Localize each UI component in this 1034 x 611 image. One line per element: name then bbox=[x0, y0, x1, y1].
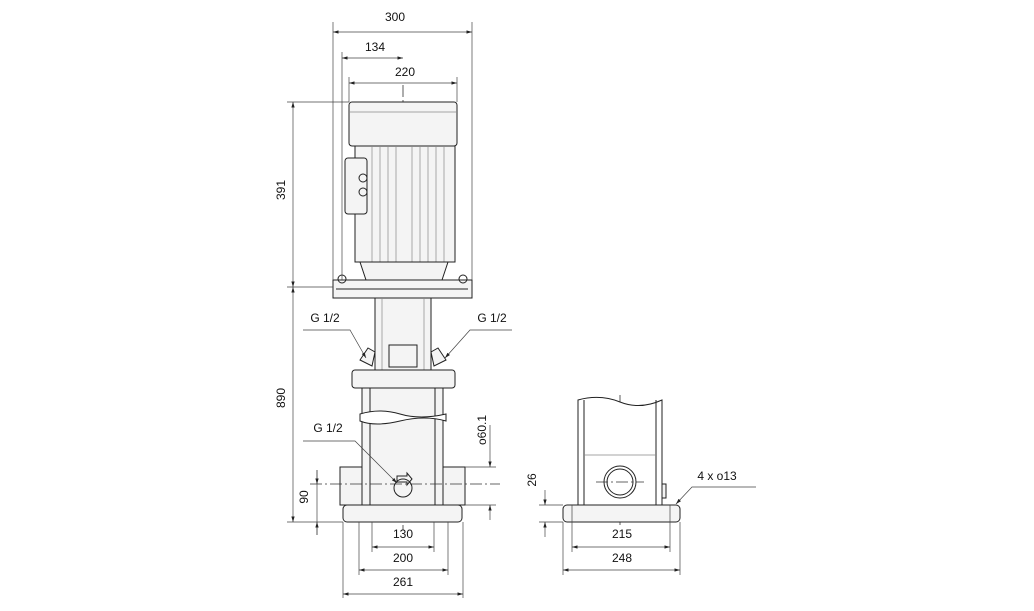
dim-248: 248 bbox=[612, 551, 632, 565]
label-drain: G 1/2 bbox=[313, 421, 343, 435]
dim-26: 26 bbox=[525, 473, 539, 487]
dim-215: 215 bbox=[612, 527, 632, 541]
motor bbox=[332, 101, 473, 299]
dim-890: 890 bbox=[274, 388, 288, 408]
dim-90: 90 bbox=[297, 490, 311, 504]
side-view: 26 215 248 4 x o13 bbox=[525, 395, 756, 575]
terminal-box bbox=[344, 157, 368, 215]
front-view: 300 134 220 391 890 90 o60.1 130 bbox=[274, 10, 512, 598]
label-port-left: G 1/2 bbox=[310, 311, 340, 325]
dim-pipe-diameter: o60.1 bbox=[475, 415, 489, 445]
front-dimensions: 300 134 220 391 890 90 o60.1 130 bbox=[274, 10, 512, 598]
label-holes: 4 x o13 bbox=[697, 469, 737, 483]
motor-stool bbox=[359, 297, 447, 371]
dim-200: 200 bbox=[393, 551, 413, 565]
dim-134: 134 bbox=[365, 40, 385, 54]
dim-391: 391 bbox=[274, 180, 288, 200]
dim-261: 261 bbox=[393, 575, 413, 589]
dim-130: 130 bbox=[393, 527, 413, 541]
label-port-right: G 1/2 bbox=[477, 311, 507, 325]
dim-300: 300 bbox=[385, 10, 405, 24]
dim-220: 220 bbox=[395, 65, 415, 79]
pump-body bbox=[310, 369, 500, 523]
